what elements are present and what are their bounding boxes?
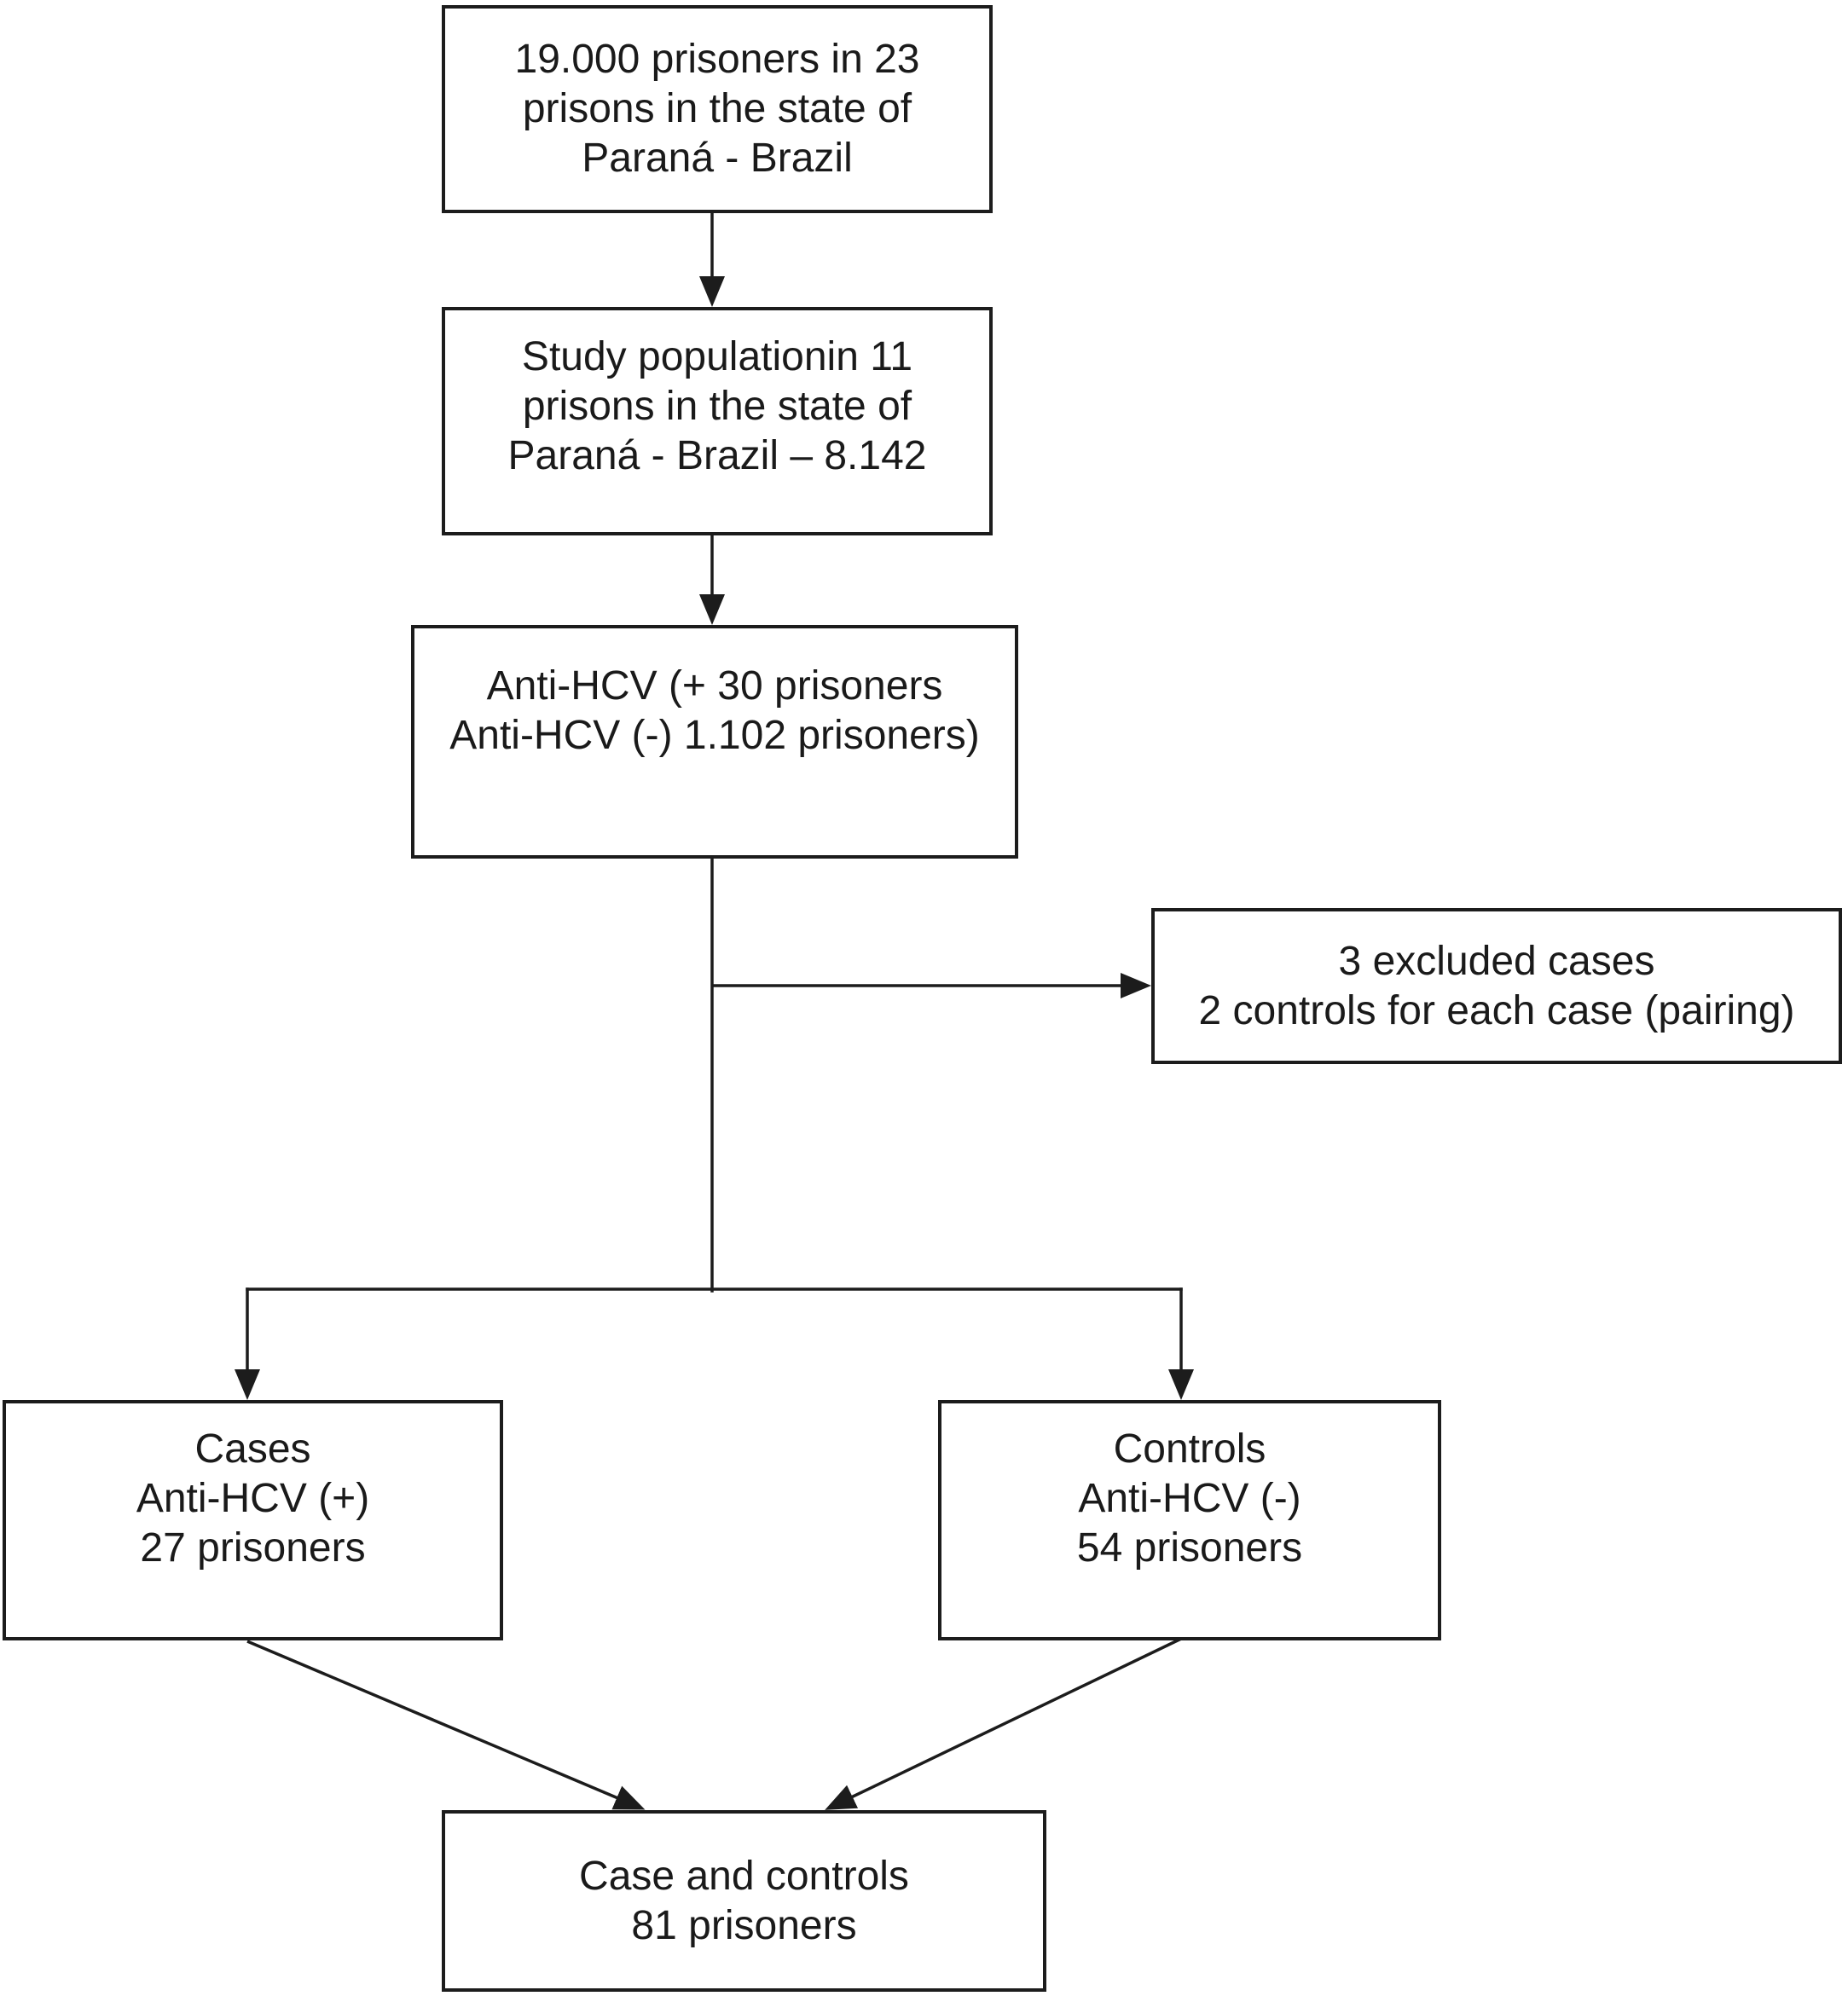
text-line: Study populationin 11	[521, 334, 913, 379]
box-excluded-cases: 3 excluded cases 2 controls for each cas…	[1151, 908, 1842, 1064]
text-line: 19.000 prisoners in 23	[514, 37, 920, 82]
arrow-cases-to-combined	[246, 1640, 646, 1810]
text-line: Paraná - Brazil – 8.142	[507, 433, 927, 478]
text-line: Cases	[194, 1426, 311, 1472]
text-line: 3 excluded cases	[1338, 938, 1655, 984]
box-case-and-controls: Case and controls 81 prisoners	[442, 1810, 1046, 1992]
text-line: 2 controls for each case (pairing)	[1198, 987, 1795, 1033]
text-line: 81 prisoners	[631, 1902, 857, 1948]
text-line: Paraná - Brazil	[582, 136, 853, 181]
text-line: Case and controls	[579, 1853, 909, 1899]
text-line: prisons in the state of	[522, 86, 912, 131]
text-line: Anti-HCV (+ 30 prisoners	[486, 663, 943, 709]
box-total-prisoners: 19.000 prisoners in 23 prisons in the st…	[442, 5, 993, 213]
text-line: 54 prisoners	[1076, 1525, 1303, 1571]
box-cases: Cases Anti-HCV (+) 27 prisoners	[3, 1400, 503, 1640]
box-controls: Controls Anti-HCV (-) 54 prisoners	[938, 1400, 1441, 1640]
text-line: Anti-HCV (+)	[136, 1476, 370, 1521]
box-anti-hcv-screening: Anti-HCV (+ 30 prisoners Anti-HCV (-) 1.…	[411, 625, 1018, 859]
text-line: Anti-HCV (-)	[1078, 1476, 1301, 1521]
arrow-controls-to-combined	[825, 1637, 1182, 1810]
box-study-population: Study populationin 11 prisons in the sta…	[442, 307, 993, 535]
text-line: prisons in the state of	[522, 384, 912, 429]
text-line: 27 prisoners	[140, 1525, 366, 1571]
text-line: Controls	[1113, 1426, 1266, 1472]
text-line: Anti-HCV (-) 1.102 prisoners)	[449, 713, 980, 758]
